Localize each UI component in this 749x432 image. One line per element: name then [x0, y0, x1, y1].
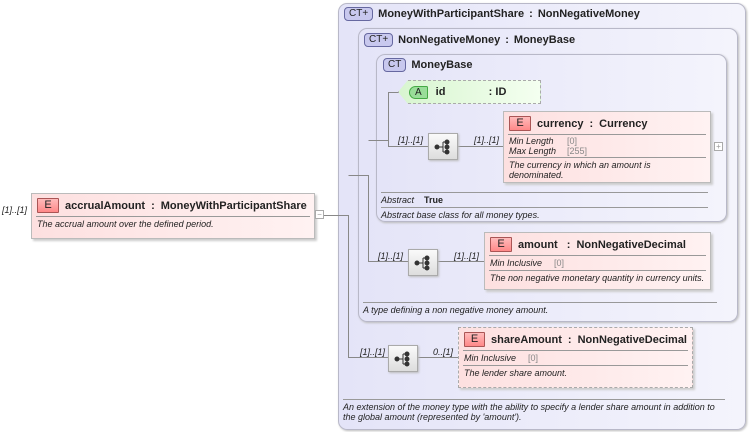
- expand-icon[interactable]: +: [714, 142, 723, 151]
- facet-label: Max Length: [509, 146, 557, 156]
- element-name: shareAmount: [490, 333, 562, 346]
- type-name: MoneyWithParticipantShare: [378, 8, 525, 20]
- element-type: NonNegativeDecimal: [577, 333, 687, 346]
- sequence-multiplicity: [1]..[1]: [378, 251, 404, 261]
- element-type: MoneyWithParticipantShare: [160, 199, 307, 212]
- sequence-icon[interactable]: [388, 345, 418, 372]
- facet-label: Min Inclusive: [464, 353, 517, 363]
- middle-type-header: CT+NonNegativeMoney:MoneyBase: [364, 33, 575, 47]
- type-name: MoneyBase: [411, 59, 473, 71]
- facet-value: [0]: [567, 136, 578, 146]
- outer-type-description: An extension of the money type with the …: [343, 399, 725, 422]
- complex-type-extension-icon: CT+: [344, 7, 374, 21]
- collapse-icon[interactable]: −: [315, 210, 324, 219]
- non-negative-money-description: A type defining a non negative money amo…: [363, 302, 717, 315]
- element-description: The accrual amount over the defined peri…: [37, 219, 214, 229]
- attribute-id[interactable]: A id : ID: [398, 80, 541, 104]
- element-icon: E: [37, 198, 59, 213]
- element-type: Currency: [599, 117, 648, 130]
- element-icon: E: [490, 237, 512, 252]
- attribute-type: : ID: [488, 86, 507, 98]
- element-multiplicity: [1]..[1]: [454, 251, 480, 261]
- outer-type-header: CT+MoneyWithParticipantShare:NonNegative…: [344, 7, 640, 21]
- sequence-icon[interactable]: [428, 133, 458, 160]
- type-name: NonNegativeMoney: [398, 34, 501, 46]
- attribute-icon: A: [409, 85, 428, 99]
- abstract-value: True: [424, 195, 444, 205]
- facet-value: [0]: [554, 258, 565, 268]
- attribute-name: id: [435, 86, 446, 98]
- facet-label: Min Length: [509, 136, 554, 146]
- element-multiplicity: [1]..[1]: [474, 135, 500, 145]
- base-type: MoneyBase: [513, 34, 576, 46]
- element-icon: E: [464, 332, 485, 347]
- facet-label: Min Inclusive: [490, 258, 543, 268]
- facet-value: [255]: [567, 146, 588, 156]
- facet-value: [0]: [528, 353, 539, 363]
- base-type: NonNegativeMoney: [537, 8, 640, 20]
- element-multiplicity: 0..[1]: [433, 347, 454, 357]
- element-name: amount: [518, 238, 558, 251]
- element-name: currency: [537, 117, 584, 130]
- root-multiplicity: [1]..[1]: [2, 205, 28, 215]
- element-description: The lender share amount.: [464, 368, 568, 378]
- element-description: The currency in which an amount is denom…: [509, 160, 651, 180]
- element-name: accrualAmount: [65, 199, 146, 212]
- complex-type-icon: CT: [383, 58, 407, 72]
- element-icon: E: [509, 116, 531, 131]
- money-base-description: Abstract base class for all money types.: [381, 207, 708, 220]
- inner-type-header: CT MoneyBase: [383, 58, 472, 72]
- element-description: The non negative monetary quantity in cu…: [490, 273, 705, 283]
- element-type: NonNegativeDecimal: [576, 238, 686, 251]
- sequence-multiplicity: [1]..[1]: [360, 347, 386, 357]
- complex-type-extension-icon: CT+: [364, 33, 394, 47]
- abstract-label: Abstract: [381, 195, 415, 205]
- sequence-icon[interactable]: [408, 249, 438, 276]
- abstract-row: Abstract True: [381, 192, 708, 205]
- sequence-multiplicity: [1]..[1]: [398, 135, 424, 145]
